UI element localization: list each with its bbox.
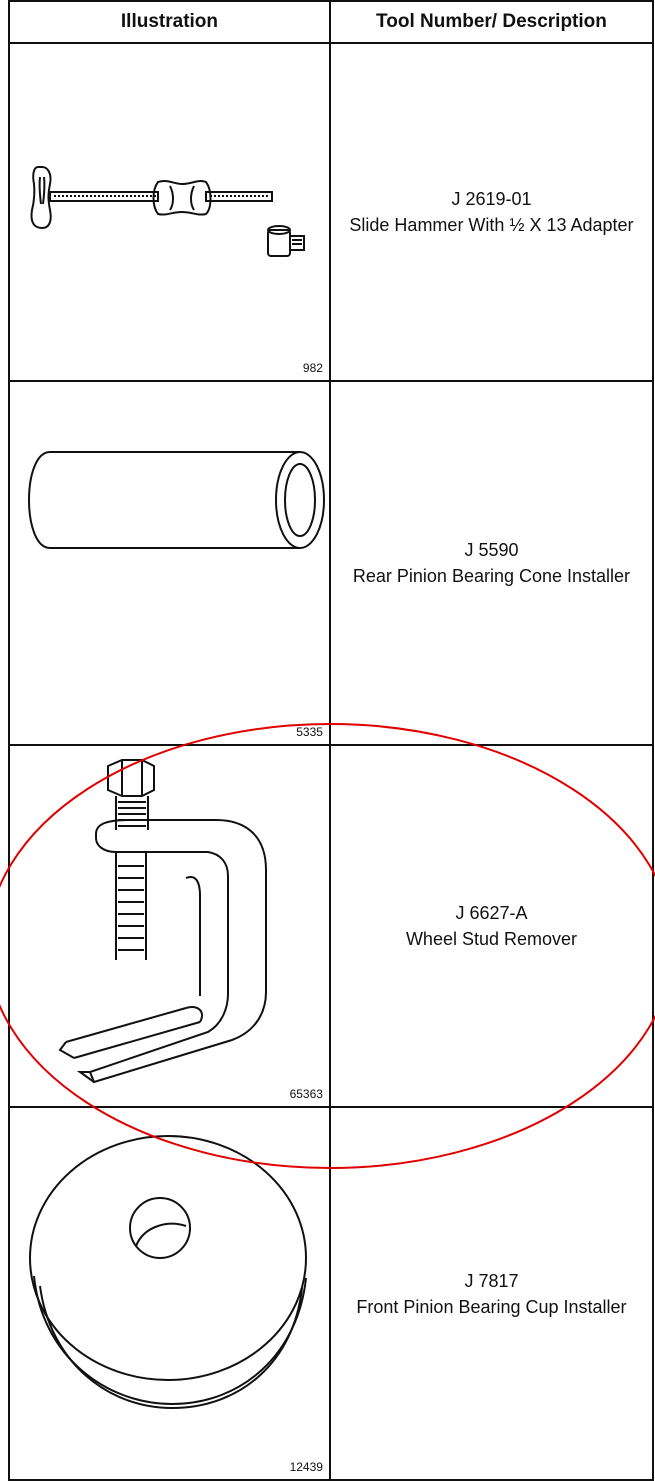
table-row: 982 J 2619-01 Slide Hammer With ½ X 13 A… bbox=[8, 42, 655, 382]
tool-number: J 7817 bbox=[464, 1270, 519, 1291]
tool-number: J 5590 bbox=[464, 540, 519, 560]
tool-description-column-header: Tool Number/ Description bbox=[328, 0, 655, 44]
illustration-cell: 982 bbox=[8, 42, 331, 382]
tool-description: Front Pinion Bearing Cup Installer bbox=[356, 1296, 627, 1317]
slide-hammer-icon bbox=[30, 166, 305, 257]
figure-number: 12439 bbox=[289, 1460, 323, 1474]
illustration-cell: 65363 bbox=[8, 744, 331, 1108]
table-row: 5335 J 5590 Rear Pinion Bearing Cone Ins… bbox=[8, 380, 655, 746]
illustration-cell: 5335 bbox=[8, 380, 331, 746]
tool-description-cell: J 7817 Front Pinion Bearing Cup Installe… bbox=[328, 1106, 655, 1481]
bearing-cone-installer-icon bbox=[28, 451, 325, 549]
table-row: 65363 J 6627-A Wheel Stud Remover bbox=[8, 744, 655, 1108]
table-header-row: Illustration Tool Number/ Description bbox=[8, 0, 655, 44]
tool-description-cell: J 2619-01 Slide Hammer With ½ X 13 Adapt… bbox=[328, 42, 655, 382]
tool-description-cell: J 6627-A Wheel Stud Remover bbox=[328, 744, 655, 1108]
illustration-cell: 12439 bbox=[8, 1106, 331, 1481]
figure-number: 5335 bbox=[296, 725, 323, 739]
table-row: 12439 J 7817 Front Pinion Bearing Cup In… bbox=[8, 1106, 655, 1481]
bearing-cup-installer-icon bbox=[29, 1135, 307, 1410]
illustration-column-header: Illustration bbox=[8, 0, 331, 44]
tool-table: Illustration Tool Number/ Description bbox=[8, 0, 655, 1481]
wheel-stud-remover-icon bbox=[58, 759, 267, 1084]
figure-number: 65363 bbox=[289, 1087, 323, 1101]
tool-description: Rear Pinion Bearing Cone Installer bbox=[352, 566, 631, 586]
tool-description: Wheel Stud Remover bbox=[405, 929, 578, 949]
tool-description: Slide Hammer With ½ X 13 Adapter bbox=[349, 215, 634, 235]
tool-number: J 2619-01 bbox=[451, 189, 532, 209]
figure-number: 982 bbox=[302, 361, 323, 375]
tool-description-cell: J 5590 Rear Pinion Bearing Cone Installe… bbox=[328, 380, 655, 746]
tool-number: J 6627-A bbox=[455, 903, 528, 923]
